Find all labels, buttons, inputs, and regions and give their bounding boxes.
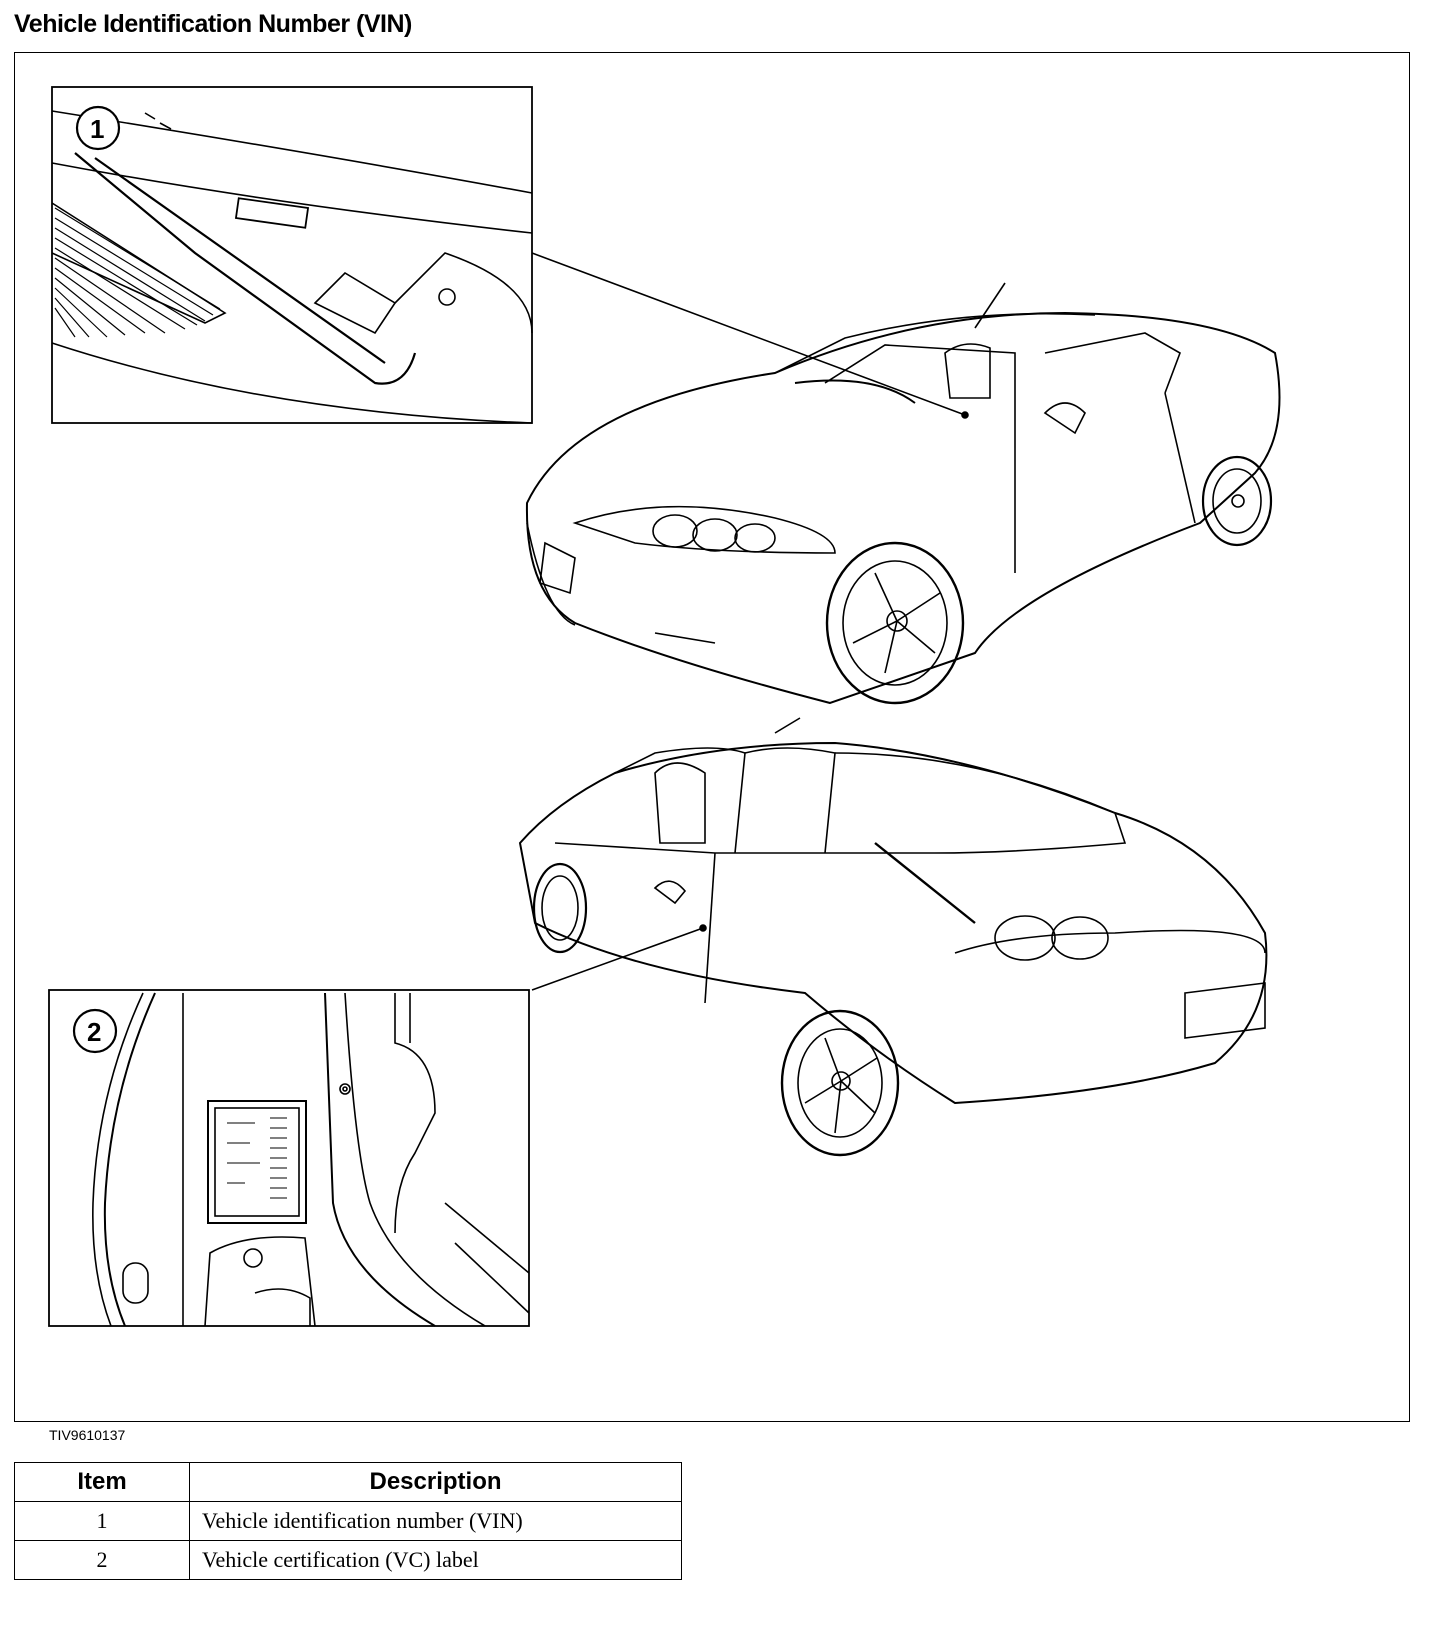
vin-location-figure: 1 bbox=[14, 52, 1410, 1443]
item-description: Vehicle certification (VC) label bbox=[189, 1540, 682, 1580]
leader-line-2 bbox=[531, 927, 704, 991]
figure-id: TIV9610137 bbox=[49, 1427, 126, 1443]
car-front-view bbox=[525, 282, 1281, 705]
car-rear-view bbox=[518, 717, 1268, 1157]
item-number: 1 bbox=[14, 1501, 190, 1541]
table-row: 1 Vehicle identification number (VIN) bbox=[14, 1501, 682, 1541]
figure-drawing: 1 bbox=[48, 86, 1281, 1327]
cowl-vent-grille bbox=[54, 207, 221, 338]
inset-vc-label-detail: 2 bbox=[48, 989, 530, 1327]
column-header-item: Item bbox=[14, 1462, 190, 1502]
vc-label-barcode bbox=[227, 1117, 287, 1199]
inset-vin-detail: 1 bbox=[51, 86, 533, 424]
page-title: Vehicle Identification Number (VIN) bbox=[14, 10, 412, 38]
item-number: 2 bbox=[14, 1540, 190, 1580]
column-header-description: Description bbox=[189, 1462, 682, 1502]
item-description: Vehicle identification number (VIN) bbox=[189, 1501, 682, 1541]
table-header-row: Item Description bbox=[14, 1462, 682, 1502]
leader-line-1 bbox=[531, 252, 966, 416]
callout-2-label: 2 bbox=[87, 1017, 101, 1047]
item-description-table: Item Description 1 Vehicle identificatio… bbox=[14, 1462, 682, 1580]
table-row: 2 Vehicle certification (VC) label bbox=[14, 1540, 682, 1580]
callout-1-label: 1 bbox=[90, 114, 104, 144]
